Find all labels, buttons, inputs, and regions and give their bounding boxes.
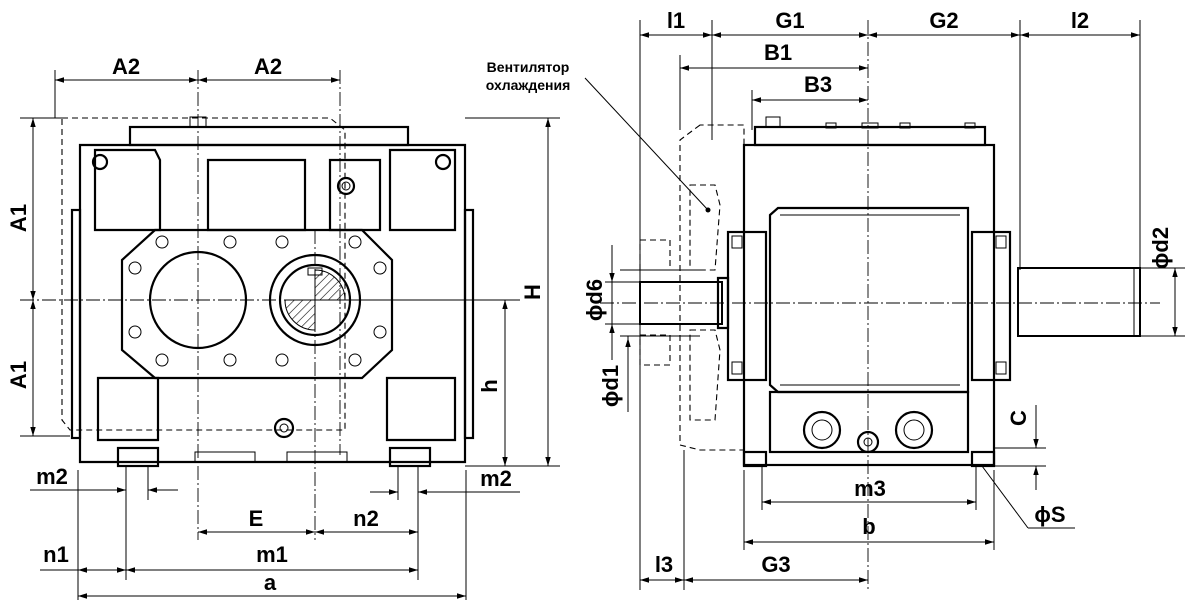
- front-view: A2 A2 A1 A1 H h m2 m2 E n2 n1 m1: [6, 54, 560, 600]
- front-pocket-left: [93, 148, 162, 232]
- front-bolt-tl: [91, 153, 109, 171]
- side-inner-body: [768, 206, 970, 394]
- side-flange-right: [970, 230, 1012, 382]
- label-G3: G3: [761, 552, 790, 577]
- front-foot-left: [96, 376, 160, 442]
- front-bearing-cover: [120, 228, 394, 380]
- label-m2-left: m2: [36, 464, 68, 489]
- label-A1-top: A1: [6, 204, 31, 232]
- front-pocket-mid: [206, 158, 307, 232]
- label-l2: l2: [1071, 8, 1089, 33]
- side-output-shaft: [1017, 267, 1141, 337]
- label-l1: l1: [667, 8, 685, 33]
- side-lower-section: [768, 390, 970, 454]
- front-right-flange: [463, 208, 475, 440]
- front-cover-bolts: [128, 235, 387, 367]
- front-foot-right: [385, 376, 457, 442]
- front-bolt-fill: [336, 176, 356, 196]
- label-C: C: [1006, 410, 1031, 426]
- label-A2-right: A2: [254, 54, 282, 79]
- front-pocket-right: [328, 158, 382, 232]
- label-A2-left: A2: [112, 54, 140, 79]
- label-d6: ϕd6: [582, 279, 607, 321]
- front-foot-pad-left: [116, 446, 160, 468]
- front-housing: [78, 143, 467, 464]
- label-a: a: [264, 570, 277, 595]
- side-cooling-fan: [679, 124, 745, 451]
- label-d1: ϕd1: [598, 365, 623, 407]
- label-b: b: [862, 514, 875, 539]
- label-G1: G1: [775, 8, 804, 33]
- label-n1: n1: [43, 542, 69, 567]
- side-top-cover: [753, 125, 987, 147]
- label-A1-bottom: A1: [6, 361, 31, 389]
- fan-leader: [584, 77, 709, 211]
- label-d2: ϕd2: [1148, 227, 1173, 269]
- label-S: ϕS: [1034, 502, 1065, 527]
- label-m2-right: m2: [480, 466, 512, 491]
- label-E: E: [249, 506, 264, 531]
- label-B1: B1: [764, 40, 792, 65]
- front-foot-pad-right: [388, 446, 432, 468]
- label-l3: l3: [655, 552, 673, 577]
- label-H: H: [520, 284, 545, 300]
- label-fan-line2: охлаждения: [486, 77, 571, 93]
- side-flange-left: [726, 230, 768, 382]
- side-housing: [742, 143, 996, 467]
- label-m3: m3: [854, 476, 886, 501]
- label-B3: B3: [804, 72, 832, 97]
- label-n2: n2: [353, 506, 379, 531]
- label-fan-line1: Вентилятор: [487, 59, 570, 75]
- front-top-cover: [128, 125, 410, 147]
- S-leader: [981, 465, 1029, 529]
- label-m1: m1: [256, 542, 288, 567]
- side-plug-right: [894, 410, 934, 450]
- front-bolt-tr: [434, 153, 452, 171]
- front-dashed-envelope: [61, 117, 346, 431]
- label-h: h: [477, 379, 502, 392]
- front-left-flange: [70, 208, 82, 440]
- front-pocket-far-right: [388, 148, 457, 232]
- label-G2: G2: [929, 8, 958, 33]
- front-drain-plug: [273, 417, 295, 439]
- side-flange-bolts: [731, 235, 1007, 375]
- side-view: l1 G1 G2 l2 B1 B3 Вентилятор охлаждения …: [486, 8, 1185, 590]
- side-plug-left: [802, 410, 842, 450]
